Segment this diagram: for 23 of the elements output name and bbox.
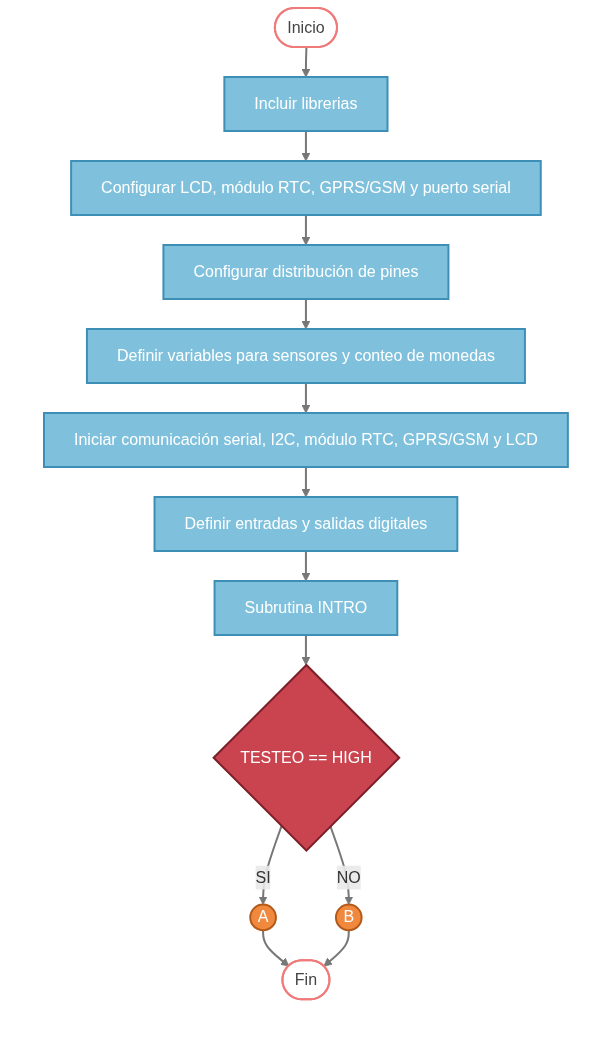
arrow xyxy=(301,298,311,330)
node-box: Subrutina INTRO xyxy=(213,580,399,636)
arrow xyxy=(301,634,311,666)
node-circle: A xyxy=(249,903,277,932)
arrow xyxy=(323,929,350,967)
node-diamond: TESTEO == HIGH xyxy=(212,663,401,852)
node-box: Iniciar comunicación serial, I2C, módulo RTC, GPRS/GSM y LCD xyxy=(43,412,569,468)
arrow xyxy=(301,550,311,582)
arrow xyxy=(262,929,290,967)
node-box: Definir variables para sensores y conteo de monedas xyxy=(86,328,526,384)
arrow xyxy=(301,214,311,246)
node-box: Definir entradas y salidas digitales xyxy=(153,496,459,552)
arrow xyxy=(301,466,311,498)
arrow xyxy=(258,825,283,905)
arrow xyxy=(301,46,311,78)
node-box: Configurar LCD, módulo RTC, GPRS/GSM y puerto serial xyxy=(70,160,542,216)
node-box: Configurar distribución de pines xyxy=(162,244,450,300)
node-box: Incluir librerias xyxy=(223,76,389,132)
edge-label: NO xyxy=(336,868,361,886)
edge-label: SI xyxy=(255,868,271,886)
arrow xyxy=(301,382,311,414)
node-circle: B xyxy=(335,903,363,932)
arrow xyxy=(301,130,311,162)
